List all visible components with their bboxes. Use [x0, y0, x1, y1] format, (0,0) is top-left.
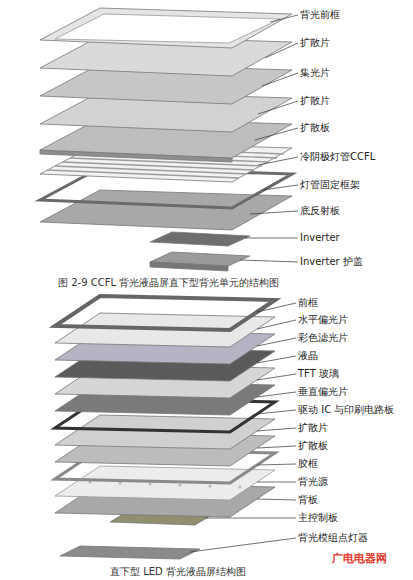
part-label: 前框: [298, 297, 318, 309]
leader-lines: [240, 15, 298, 262]
part-label: 背光模组点灯器: [298, 532, 368, 544]
ccfl-backlight-illustration: [40, 8, 292, 271]
part-label: 胶框: [298, 458, 318, 470]
lamp-driver-board: [60, 546, 200, 559]
part-label: 集光片: [300, 67, 330, 79]
part-label: 彩色滤光片: [298, 332, 348, 344]
inverter-cover-side: [150, 262, 228, 271]
part-label: Inverter: [300, 232, 340, 244]
part-label: 主控制板: [298, 512, 338, 524]
part-label: 垂直偏光片: [298, 386, 348, 398]
led-backlight-illustration: [55, 296, 275, 559]
figure-caption: 图 2-9 CCFL 背光液晶屏直下型背光单元的结构图: [58, 277, 279, 289]
part-label: 扩散片: [300, 95, 330, 107]
part-label: 扩散片: [300, 37, 330, 49]
watermark: 广电电器网: [332, 553, 387, 565]
part-label: 背光前框: [300, 9, 340, 21]
figure-caption: 直下型 LED 背光液晶屏结构图: [110, 566, 246, 578]
part-label: 背板: [298, 494, 318, 506]
part-label: 液晶: [298, 350, 318, 362]
part-label: 背光源: [298, 476, 328, 488]
part-label: 底反射板: [300, 205, 340, 217]
part-label: 扩散板: [300, 122, 330, 134]
part-label: 扩散片: [298, 422, 328, 434]
part-label: Inverter 护盖: [300, 256, 363, 268]
part-label: 冷阴极灯管CCFL: [300, 151, 375, 163]
part-label: TFT 玻璃: [298, 368, 339, 380]
part-label: 驱动 IC 与印刷电路板: [298, 404, 394, 416]
front-frame: [40, 8, 292, 48]
inverter-board: [150, 232, 250, 246]
front-frame-opening: [55, 14, 280, 43]
leader-lines: [190, 303, 296, 552]
front-bezel: [55, 296, 275, 330]
part-label: 水平偏光片: [298, 314, 348, 326]
part-label: 扩散板: [298, 440, 328, 452]
part-label: 灯管固定框架: [300, 179, 360, 191]
